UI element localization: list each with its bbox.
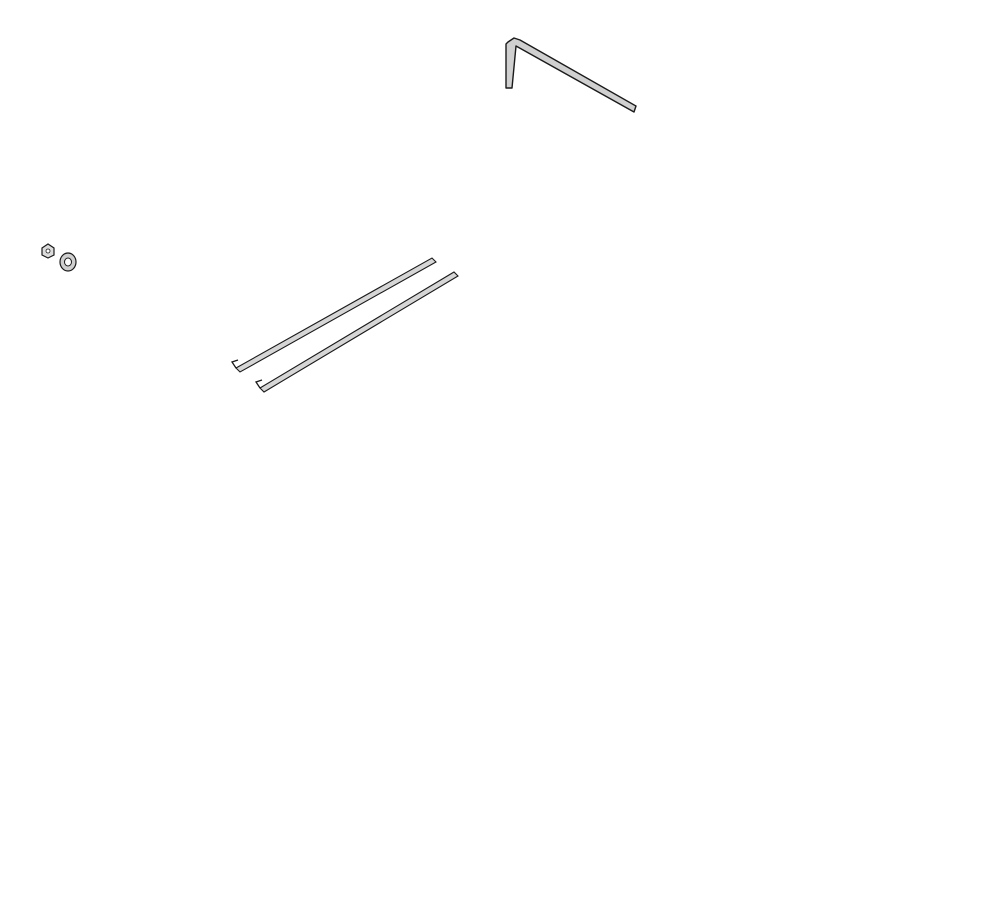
wire-pushrod-icon <box>230 257 437 373</box>
wire-pushrod-icon <box>254 271 459 393</box>
allen-key-icon <box>505 37 637 113</box>
nut-washer-icon <box>41 243 77 272</box>
